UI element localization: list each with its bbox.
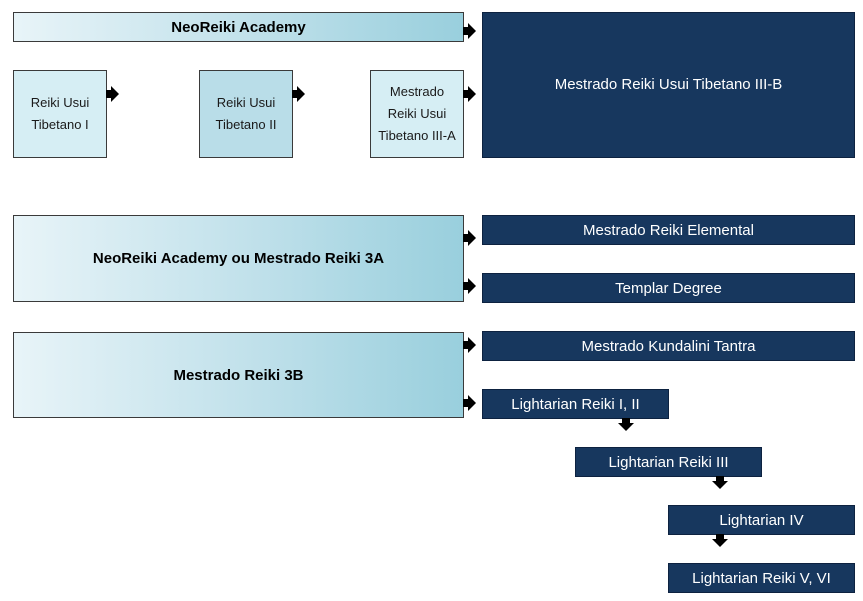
arrow-right-icon <box>463 337 476 353</box>
arrow-right-icon <box>463 278 476 294</box>
node-lightarian-4-label: Lightarian IV <box>719 511 804 529</box>
node-lightarian-reiki-3: Lightarian Reiki III <box>575 447 762 477</box>
node-mestrado-reiki-3b: Mestrado Reiki 3B <box>13 332 464 418</box>
arrow-right-icon <box>292 86 305 102</box>
neoreiki-academy-header-label: NeoReiki Academy <box>171 18 306 36</box>
node-lightarian-reiki-3-label: Lightarian Reiki III <box>608 453 729 471</box>
neoreiki-academy-header: NeoReiki Academy <box>13 12 464 42</box>
arrow-right-icon <box>106 86 119 102</box>
node-lightarian-reiki-1-2-label: Lightarian Reiki I, II <box>511 395 640 413</box>
node-lightarian-reiki-1-2: Lightarian Reiki I, II <box>482 389 669 419</box>
node-reiki-usui-tibetano-1-label: Reiki Usui Tibetano I <box>30 95 90 132</box>
node-mestrado-reiki-elemental-label: Mestrado Reiki Elemental <box>583 221 754 239</box>
node-mestrado-reiki-elemental: Mestrado Reiki Elemental <box>482 215 855 245</box>
node-mestrado-reiki-usui-tibetano-3a: Mestrado Reiki Usui Tibetano III-A <box>370 70 464 158</box>
node-mestrado-kundalini-tantra-label: Mestrado Kundalini Tantra <box>581 337 756 355</box>
node-mestrado-reiki-usui-tibetano-3a-label: Mestrado Reiki Usui Tibetano III-A <box>378 84 456 143</box>
node-reiki-usui-tibetano-2: Reiki Usui Tibetano II <box>199 70 293 158</box>
arrow-down-icon <box>712 476 728 489</box>
arrow-down-icon <box>712 534 728 547</box>
node-neoreiki-academy-or-mestrado-3a: NeoReiki Academy ou Mestrado Reiki 3A <box>13 215 464 302</box>
node-reiki-usui-tibetano-1: Reiki Usui Tibetano I <box>13 70 107 158</box>
node-mestrado-reiki-usui-tibetano-3b-label: Mestrado Reiki Usui Tibetano III-B <box>554 76 783 93</box>
arrow-right-icon <box>463 230 476 246</box>
node-lightarian-4: Lightarian IV <box>668 505 855 535</box>
arrow-right-icon <box>463 86 476 102</box>
node-templar-degree: Templar Degree <box>482 273 855 303</box>
arrow-right-icon <box>463 23 476 39</box>
node-lightarian-reiki-5-6: Lightarian Reiki V, VI <box>668 563 855 593</box>
node-mestrado-reiki-usui-tibetano-3b: Mestrado Reiki Usui Tibetano III-B <box>482 12 855 158</box>
node-mestrado-kundalini-tantra: Mestrado Kundalini Tantra <box>482 331 855 361</box>
arrow-down-icon <box>618 418 634 431</box>
node-reiki-usui-tibetano-2-label: Reiki Usui Tibetano II <box>215 95 277 132</box>
arrow-right-icon <box>463 395 476 411</box>
node-neoreiki-academy-or-mestrado-3a-label: NeoReiki Academy ou Mestrado Reiki 3A <box>92 250 385 267</box>
node-lightarian-reiki-5-6-label: Lightarian Reiki V, VI <box>692 569 831 587</box>
node-mestrado-reiki-3b-label: Mestrado Reiki 3B <box>173 366 304 384</box>
node-templar-degree-label: Templar Degree <box>615 279 722 297</box>
